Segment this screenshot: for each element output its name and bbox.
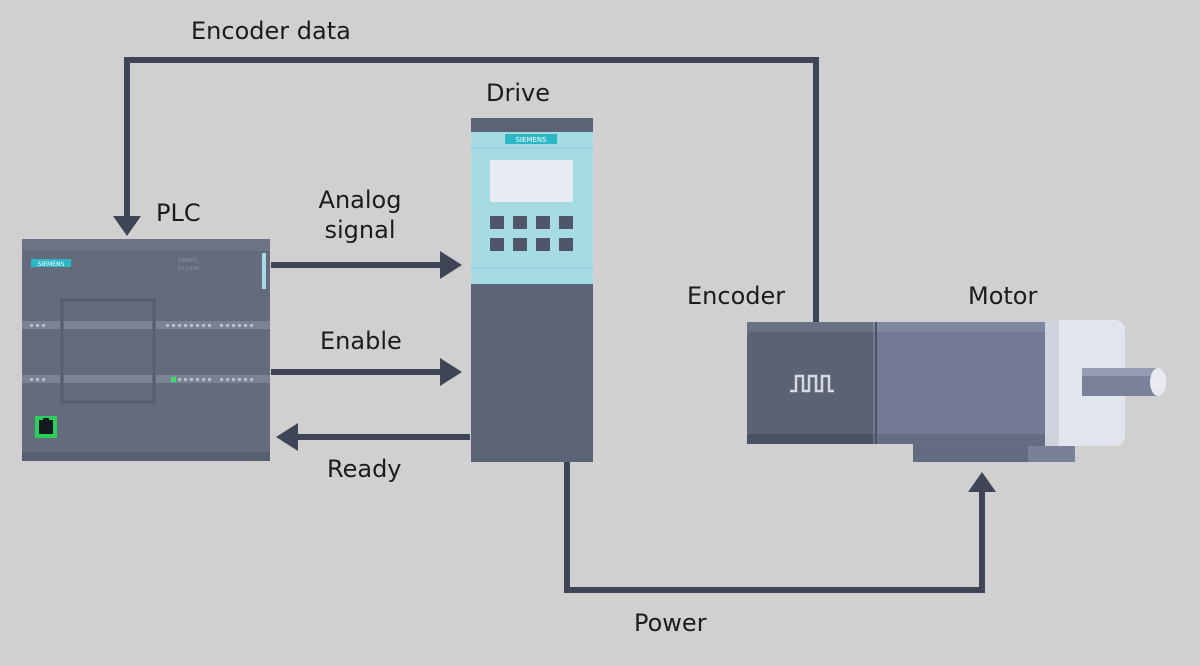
drive-keypad (490, 216, 573, 251)
enable-arrowhead (440, 358, 462, 386)
pulse-wave-icon (790, 374, 834, 393)
analog-signal-label: Analog signal (305, 186, 415, 244)
analog-signal-label-line2: signal (324, 216, 396, 244)
power-label: Power (634, 609, 707, 637)
encoder-label: Encoder (687, 282, 786, 310)
plc-center-panel (60, 298, 156, 404)
analog-signal-arrowhead (440, 251, 462, 279)
motor-assembly (747, 320, 1166, 462)
plc-label: PLC (156, 199, 201, 227)
enable-label: Enable (320, 327, 402, 355)
plc-brand-label: SIEMENS (38, 261, 65, 268)
ready-label: Ready (327, 455, 402, 483)
drive-label: Drive (486, 79, 550, 107)
drive-device: SIEMENS (471, 118, 593, 462)
drive-brand-label: SIEMENS (515, 136, 547, 144)
plc-model-line2: S7-1200 (178, 266, 199, 272)
encoder-data-label: Encoder data (191, 17, 351, 45)
analog-signal-label-line1: Analog (318, 186, 402, 214)
power-line (564, 462, 985, 593)
plc-status-led (171, 377, 176, 382)
plc-device: SIEMENS SIMATIC S7-1200 (22, 239, 270, 461)
power-arrowhead (968, 472, 996, 492)
motor-body (873, 322, 1055, 444)
ready-arrowhead (276, 423, 298, 451)
drive-display (490, 160, 573, 202)
plc-model-line1: SIMATIC (178, 258, 199, 264)
encoder-data-arrowhead (113, 216, 141, 236)
ethernet-port-icon (35, 416, 57, 438)
drive-brand-badge (505, 134, 557, 144)
motor-shaft (1082, 368, 1166, 396)
encoder-data-line (124, 57, 819, 322)
motor-label: Motor (968, 282, 1038, 310)
plc-brand-badge (31, 259, 71, 267)
